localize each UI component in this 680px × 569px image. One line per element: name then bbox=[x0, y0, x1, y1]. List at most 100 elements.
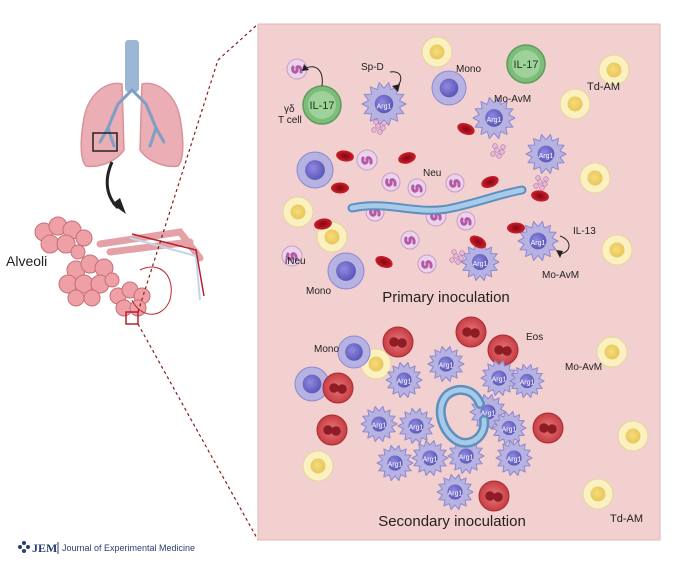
apoptotic-debris bbox=[371, 119, 387, 135]
left-lung bbox=[80, 82, 125, 168]
eosinophil bbox=[382, 326, 414, 358]
red-blood-cell bbox=[375, 255, 393, 269]
red-blood-cell bbox=[336, 150, 354, 162]
right-lung bbox=[139, 82, 184, 168]
zoom-line-bottom bbox=[137, 323, 259, 541]
arg1-label: Arg1 bbox=[520, 379, 535, 386]
il17-arrow bbox=[305, 66, 323, 87]
monocyte bbox=[431, 70, 467, 106]
mo-avm-macrophage: Arg1 bbox=[397, 408, 435, 444]
red-blood-cell bbox=[507, 222, 525, 234]
eosinophil bbox=[455, 316, 487, 348]
eosinophil bbox=[478, 480, 510, 512]
ineu-label: iNeu bbox=[285, 256, 306, 267]
neutrophil bbox=[456, 211, 476, 231]
jem-logo-mark bbox=[18, 541, 30, 553]
mono-secondary-label: Mono bbox=[314, 344, 339, 355]
alveoli-label: Alveoli bbox=[6, 253, 47, 269]
red-blood-cell bbox=[481, 175, 499, 189]
mono-bottom-label: Mono bbox=[306, 286, 331, 297]
mo-avm-macrophage: Arg1 bbox=[376, 445, 414, 481]
zoom-box-lung bbox=[92, 132, 118, 152]
neutrophil bbox=[281, 245, 303, 267]
il13-label: IL-13 bbox=[573, 226, 596, 237]
mo-avm-macrophage: Arg1 bbox=[472, 97, 516, 139]
red-blood-cell bbox=[331, 182, 349, 194]
arg1-label: Arg1 bbox=[388, 462, 403, 469]
red-blood-cell bbox=[469, 235, 487, 249]
neutrophil bbox=[407, 178, 427, 198]
zoom-box-alveoli bbox=[125, 311, 139, 325]
arg1-label: Arg1 bbox=[502, 426, 517, 433]
td-am-macrophage bbox=[617, 420, 649, 452]
eos-label: Eos bbox=[526, 332, 543, 343]
arg1-label: Arg1 bbox=[492, 377, 507, 384]
jem-footer: JEM Journal of Experimental Medicine bbox=[18, 541, 195, 555]
il17-tcell-left: IL-17 bbox=[302, 85, 342, 125]
eosinophil bbox=[532, 412, 564, 444]
apoptotic-debris bbox=[490, 143, 506, 159]
arg1-label: Arg1 bbox=[377, 103, 392, 110]
jem-logo-text: JEM bbox=[32, 541, 57, 555]
mo-avm-bottom-label: Mo-AvM bbox=[542, 270, 579, 281]
zoom-line-top bbox=[217, 23, 259, 61]
mo-avm-macrophage: Arg1 bbox=[411, 440, 449, 476]
il13-arrow bbox=[559, 235, 570, 255]
monocyte bbox=[327, 252, 365, 290]
monocyte bbox=[296, 151, 334, 189]
primary-inoculation-title: Primary inoculation bbox=[382, 289, 510, 306]
td-am-macrophage bbox=[601, 234, 633, 266]
neutrophil bbox=[417, 254, 437, 274]
arg1-label: Arg1 bbox=[487, 117, 502, 124]
arg1-label: Arg1 bbox=[531, 240, 546, 247]
td-am-macrophage bbox=[598, 54, 630, 86]
td-am-macrophage bbox=[579, 162, 611, 194]
eosinophil bbox=[322, 372, 354, 404]
neutrophil bbox=[445, 173, 465, 193]
td-am-macrophage bbox=[559, 88, 591, 120]
arg1-label: Arg1 bbox=[507, 457, 522, 464]
mo-avm-macrophage: Arg1 bbox=[436, 474, 474, 510]
mono-top-label: Mono bbox=[456, 64, 481, 75]
secondary-inoculation-title: Secondary inoculation bbox=[378, 513, 526, 530]
arg1-label: Arg1 bbox=[439, 363, 454, 370]
mo-avm-macrophage: Arg1 bbox=[361, 82, 407, 126]
td-am-macrophage bbox=[302, 450, 334, 482]
mo-avm-macrophage: Arg1 bbox=[427, 346, 465, 382]
gamma-delta-label: γδ bbox=[284, 104, 295, 115]
t-cell-label: T cell bbox=[278, 115, 302, 126]
neutrophil bbox=[381, 172, 401, 192]
red-blood-cell bbox=[398, 152, 416, 164]
td-am-macrophage bbox=[282, 196, 314, 228]
alveoli-cluster-middle bbox=[58, 254, 120, 307]
arg1-label: Arg1 bbox=[459, 455, 474, 462]
red-blood-cell bbox=[314, 218, 332, 230]
mo-avm-macrophage: Arg1 bbox=[509, 363, 545, 399]
mo-avm-macrophage: Arg1 bbox=[517, 221, 559, 261]
td-am-macrophage bbox=[421, 36, 453, 68]
mo-avm-macrophage: Arg1 bbox=[495, 440, 533, 476]
mo-avm-macrophage: Arg1 bbox=[447, 438, 485, 474]
alveoli-cluster-bottom bbox=[109, 281, 151, 317]
alveoli-cluster-top bbox=[34, 216, 93, 260]
arg1-label: Arg1 bbox=[372, 423, 387, 430]
red-blood-cell bbox=[457, 122, 475, 136]
il17-left-label: IL-17 bbox=[309, 100, 334, 112]
arg1-label: Arg1 bbox=[409, 425, 424, 432]
neutrophil bbox=[356, 149, 378, 171]
mo-avm-top-label: Mo-AvM bbox=[494, 94, 531, 105]
td-am-macrophage bbox=[596, 336, 628, 368]
journal-name: Journal of Experimental Medicine bbox=[62, 543, 195, 553]
mo-avm-macrophage: Arg1 bbox=[480, 360, 518, 396]
monocyte bbox=[337, 335, 371, 369]
lungs-illustration bbox=[80, 40, 184, 168]
eosinophil bbox=[316, 414, 348, 446]
il17-right-label: IL-17 bbox=[513, 59, 538, 71]
mo-avm-macrophage: Arg1 bbox=[491, 410, 527, 446]
apoptotic-debris bbox=[533, 175, 549, 191]
arg1-label: Arg1 bbox=[397, 379, 412, 386]
td-am-macrophage bbox=[582, 478, 614, 510]
